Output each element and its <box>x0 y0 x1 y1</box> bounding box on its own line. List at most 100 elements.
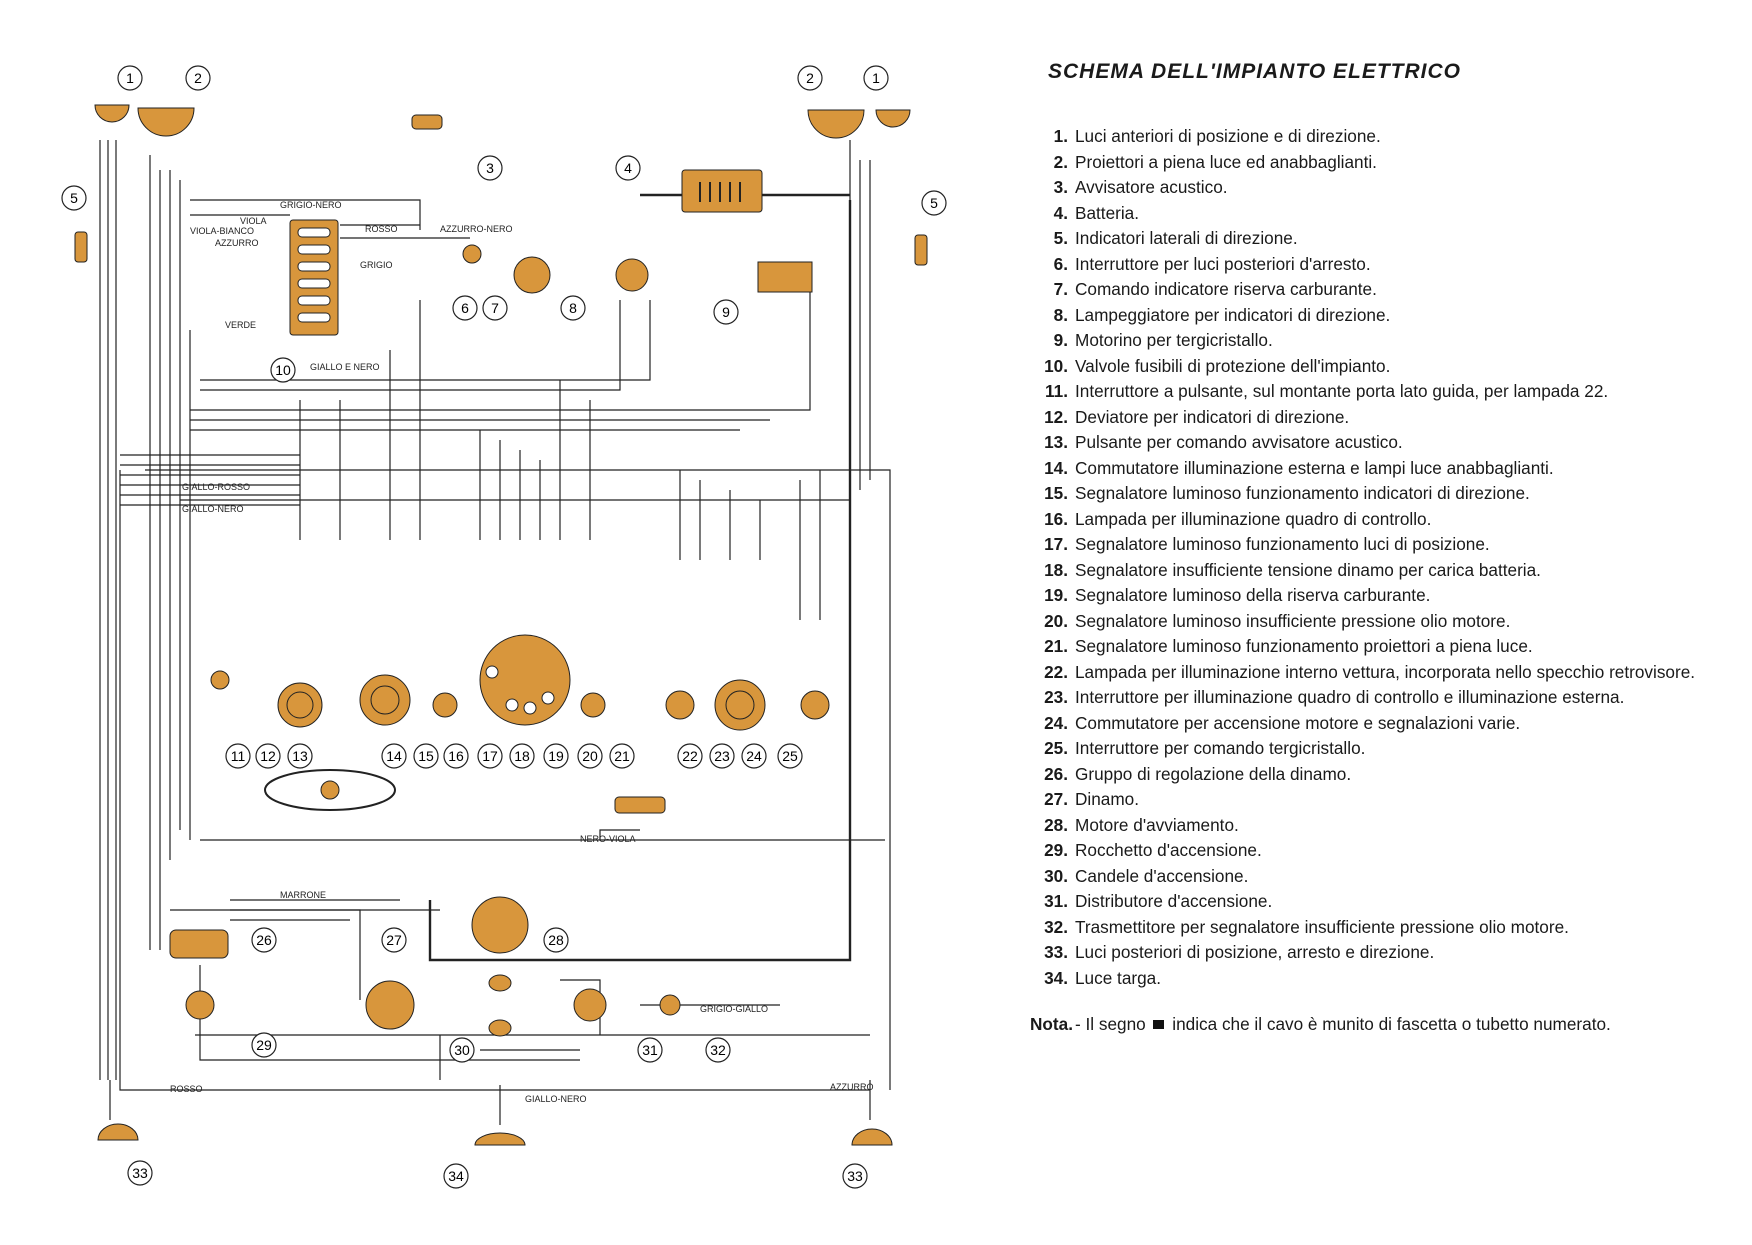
legend-number: 19. <box>1044 585 1068 605</box>
callout-12: 12 <box>255 743 281 769</box>
callout-number: 25 <box>782 748 798 764</box>
legend-text: Interruttore per luci posteriori d'arres… <box>1075 253 1371 274</box>
legend-text: Lampada per illuminazione quadro di cont… <box>1075 508 1432 529</box>
legend-item: 24.Commutatore per accensione motore e s… <box>1030 713 1720 733</box>
legend-number: 28. <box>1044 814 1068 835</box>
callout-number: 31 <box>642 1042 658 1058</box>
legend-text: Pulsante per comando avvisatore acustico… <box>1075 432 1403 452</box>
callout-4: 4 <box>615 155 641 181</box>
legend-item: 15.Segnalatore luminoso funzionamento in… <box>1030 483 1720 503</box>
wires <box>99 140 891 1125</box>
dynamo <box>365 980 415 1030</box>
legend-text: Segnalatore luminoso funzionamento luci … <box>1075 534 1490 554</box>
wiring-diagram: GRIGIO-NERO VIOLA VIOLA-BIANCO AZZURRO R… <box>61 65 947 1189</box>
legend-item: 13. Pulsante per comando avvisatore acust… <box>1030 432 1720 452</box>
callout-circle <box>185 65 211 91</box>
legend-number: 4. <box>1053 202 1068 223</box>
callout-19: 19 <box>543 743 569 769</box>
legend-item: 25.Interruttore per comando tergicristal… <box>1030 738 1720 758</box>
legend-text: Distributore d'accensione. <box>1075 891 1273 911</box>
callout-circle <box>270 357 296 383</box>
callout-30: 30 <box>449 1037 475 1063</box>
legend-text: Segnalatore insufficiente tensione dinam… <box>1075 559 1541 580</box>
legend-text: Luci anteriori di posizione e di direzio… <box>1075 126 1381 146</box>
legend-item: 27.Dinamo. <box>1030 789 1720 809</box>
callout-31: 31 <box>637 1037 663 1063</box>
dynamo-regulator <box>169 929 229 959</box>
callout-number: 32 <box>710 1042 726 1058</box>
callout-33: 33 <box>842 1163 868 1189</box>
callout-circle <box>709 743 735 769</box>
warning-lamp-indicators <box>432 692 458 718</box>
legend-item: 8.Lampeggiatore per indicatori di direzi… <box>1030 305 1720 325</box>
legend-item: 28.Motore d'avviamento. <box>1030 815 1720 835</box>
callout-circle <box>381 743 407 769</box>
legend-list: 1.Luci anteriori di posizione e di direz… <box>1030 126 1720 988</box>
wiring-diagram-canvas: GRIGIO-NERO VIOLA VIOLA-BIANCO AZZURRO R… <box>61 65 947 1189</box>
legend-number: 10. <box>1044 355 1068 376</box>
legend-item: 18.Segnalatore insufficiente tensione di… <box>1030 560 1720 580</box>
callout-number: 14 <box>386 748 402 764</box>
legend-number: 8. <box>1053 304 1068 325</box>
legend-text: Proiettori a piena luce ed anabbaglianti… <box>1075 151 1377 172</box>
callout-circle <box>509 743 535 769</box>
wire-label: VERDE <box>225 320 256 330</box>
distributor <box>573 988 607 1022</box>
legend-text: Lampada per illuminazione interno vettur… <box>1075 661 1696 682</box>
wire-label: GRIGIO-GIALLO <box>700 1004 768 1014</box>
callout-number: 30 <box>454 1042 470 1058</box>
callout-circle <box>705 1037 731 1063</box>
callout-24: 24 <box>741 743 767 769</box>
spark-plug-1 <box>488 1019 512 1037</box>
starter-motor <box>471 896 529 954</box>
legend-item: 5.Indicatori laterali di direzione. <box>1030 228 1720 248</box>
callout-number: 2 <box>806 70 814 86</box>
callout-5: 5 <box>921 190 947 216</box>
legend-number: 26. <box>1044 763 1068 784</box>
callout-number: 1 <box>126 70 134 86</box>
callout-number: 23 <box>714 748 730 764</box>
callout-number: 5 <box>930 195 938 211</box>
side-indicator-left <box>74 231 88 263</box>
callout-number: 27 <box>386 932 402 948</box>
callout-circle <box>255 743 281 769</box>
callout-15: 15 <box>413 743 439 769</box>
callout-number: 6 <box>461 300 469 316</box>
fuel-level-sender <box>513 256 551 294</box>
legend-number: 17. <box>1044 534 1068 554</box>
note-label: Nota. <box>1030 1013 1073 1034</box>
callout-number: 21 <box>614 748 630 764</box>
legend-text: Segnalatore luminoso insufficiente press… <box>1075 610 1511 631</box>
callout-23: 23 <box>709 743 735 769</box>
callout-21: 21 <box>609 743 635 769</box>
callout-circle <box>677 743 703 769</box>
callout-circle <box>117 65 143 91</box>
legend-text: Motorino per tergicristallo. <box>1075 330 1273 350</box>
wire-labels: GRIGIO-NERO VIOLA VIOLA-BIANCO AZZURRO R… <box>170 200 874 1104</box>
callout-circle <box>452 295 478 321</box>
interior-lamp <box>614 796 666 814</box>
callout-circle <box>287 743 313 769</box>
side-indicator-right <box>914 234 928 266</box>
wire-label: MARRONE <box>280 890 326 900</box>
legend-item: 21.Segnalatore luminoso funzionamento pr… <box>1030 636 1720 656</box>
callout-10: 10 <box>270 357 296 383</box>
callout-circle <box>560 295 586 321</box>
callout-circle <box>777 743 803 769</box>
legend-number: 13. <box>1044 432 1068 452</box>
callout-11: 11 <box>225 743 251 769</box>
ignition-coil <box>185 990 215 1020</box>
callout-circle <box>741 743 767 769</box>
callout-circle <box>482 295 508 321</box>
legend-text: Commutatore per accensione motore e segn… <box>1075 712 1521 733</box>
legend-text: Interruttore a pulsante, sul montante po… <box>1075 381 1609 401</box>
callout-34: 34 <box>443 1163 469 1189</box>
legend-number: 6. <box>1053 253 1068 274</box>
headlamp-left <box>137 107 195 137</box>
legend-number: 27. <box>1044 789 1068 809</box>
note-text-before: - Il segno <box>1075 1013 1146 1034</box>
legend-text: Gruppo di regolazione della dinamo. <box>1075 763 1352 784</box>
callout-number: 1 <box>872 70 880 86</box>
cluster-lamp-2 <box>505 698 519 712</box>
